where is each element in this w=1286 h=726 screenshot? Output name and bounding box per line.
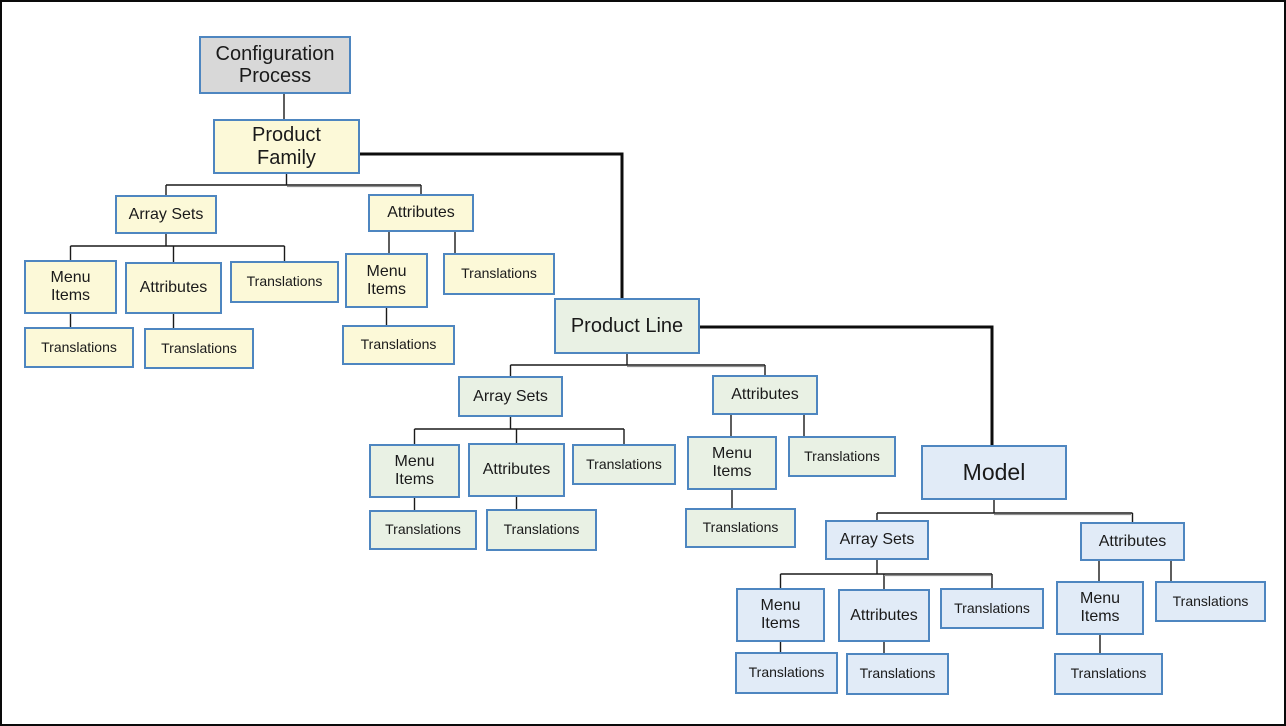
node-model-as-attr-translations: Translations bbox=[846, 653, 949, 695]
node-label: Attributes bbox=[387, 204, 455, 222]
node-label: Attributes bbox=[731, 386, 799, 404]
node-label: Array Sets bbox=[473, 387, 548, 405]
node-label: Array Sets bbox=[839, 531, 915, 549]
node-line-attr-mi-translations: Translations bbox=[685, 508, 796, 548]
node-line-as-menu-items: Menu Items bbox=[369, 444, 460, 498]
node-product-family: Product Family bbox=[213, 119, 360, 174]
node-family-as-translations: Translations bbox=[230, 261, 339, 303]
node-model: Model bbox=[921, 445, 1067, 500]
node-family-as-attributes: Attributes bbox=[125, 262, 222, 314]
node-label: Attributes bbox=[139, 279, 208, 297]
node-label: Translations bbox=[1172, 592, 1249, 609]
node-label: Translations bbox=[246, 273, 323, 290]
node-model-as-attributes: Attributes bbox=[838, 589, 930, 642]
node-family-attr-translations: Translations bbox=[443, 253, 555, 295]
node-model-as-mi-translations: Translations bbox=[735, 652, 838, 694]
node-family-array-sets: Array Sets bbox=[115, 195, 217, 234]
node-model-as-menu-items: Menu Items bbox=[736, 588, 825, 642]
node-label: Translations bbox=[41, 338, 117, 355]
node-label: Attributes bbox=[850, 606, 918, 624]
connector-lines-thick bbox=[360, 152, 994, 445]
node-label: Translations bbox=[360, 336, 437, 353]
node-line-attr-translations: Translations bbox=[788, 436, 896, 477]
node-model-as-translations: Translations bbox=[940, 588, 1044, 629]
node-model-array-sets: Array Sets bbox=[825, 520, 929, 560]
node-family-attr-mi-translations: Translations bbox=[342, 325, 455, 365]
node-line-as-attr-translations: Translations bbox=[486, 509, 597, 551]
node-label: Translations bbox=[161, 339, 237, 356]
node-label: Product Line bbox=[570, 314, 684, 337]
node-label: Menu Items bbox=[760, 597, 801, 632]
node-label: Attributes bbox=[1098, 532, 1167, 550]
node-label: Translations bbox=[385, 521, 461, 538]
node-label: Translations bbox=[702, 519, 779, 536]
node-line-as-mi-translations: Translations bbox=[369, 510, 477, 550]
node-label: Translations bbox=[586, 455, 662, 472]
node-label: Menu Items bbox=[711, 445, 753, 480]
node-family-as-menu-items: Menu Items bbox=[24, 260, 117, 314]
node-label: Translations bbox=[859, 665, 936, 682]
node-family-attributes: Attributes bbox=[368, 194, 474, 232]
node-label: Translations bbox=[804, 447, 880, 464]
node-line-attr-menu-items: Menu Items bbox=[687, 436, 777, 490]
node-family-as-attr-translations: Translations bbox=[144, 328, 254, 369]
connector-lines-thin bbox=[69, 94, 1172, 653]
node-label: Translations bbox=[461, 265, 537, 282]
node-label: Array Sets bbox=[128, 205, 204, 223]
node-model-attr-translations: Translations bbox=[1155, 581, 1266, 622]
node-label: Translations bbox=[1070, 665, 1147, 682]
node-label: Translations bbox=[748, 664, 825, 681]
node-line-array-sets: Array Sets bbox=[458, 376, 563, 417]
node-model-attributes: Attributes bbox=[1080, 522, 1185, 561]
node-family-attr-menu-items: Menu Items bbox=[345, 253, 428, 308]
node-model-attr-mi-translations: Translations bbox=[1054, 653, 1163, 695]
node-label: Menu Items bbox=[366, 262, 407, 298]
node-label: Product Family bbox=[252, 124, 321, 169]
node-label: Menu Items bbox=[394, 453, 435, 488]
node-configuration-process: Configuration Process bbox=[199, 36, 351, 94]
node-product-line: Product Line bbox=[554, 298, 700, 354]
node-label: Attributes bbox=[482, 461, 551, 479]
node-label: Translations bbox=[503, 521, 580, 538]
node-label: Menu Items bbox=[50, 269, 91, 304]
node-line-attributes: Attributes bbox=[712, 375, 818, 415]
node-family-as-mi-translations: Translations bbox=[24, 327, 134, 368]
node-model-attr-menu-items: Menu Items bbox=[1056, 581, 1144, 635]
node-line-as-attributes: Attributes bbox=[468, 443, 565, 497]
connector-lines-gray bbox=[287, 185, 1131, 577]
node-label: Translations bbox=[954, 599, 1030, 616]
node-label: Model bbox=[962, 458, 1026, 485]
node-label: Configuration Process bbox=[215, 42, 335, 87]
node-line-as-translations: Translations bbox=[572, 444, 676, 485]
node-label: Menu Items bbox=[1079, 590, 1121, 625]
